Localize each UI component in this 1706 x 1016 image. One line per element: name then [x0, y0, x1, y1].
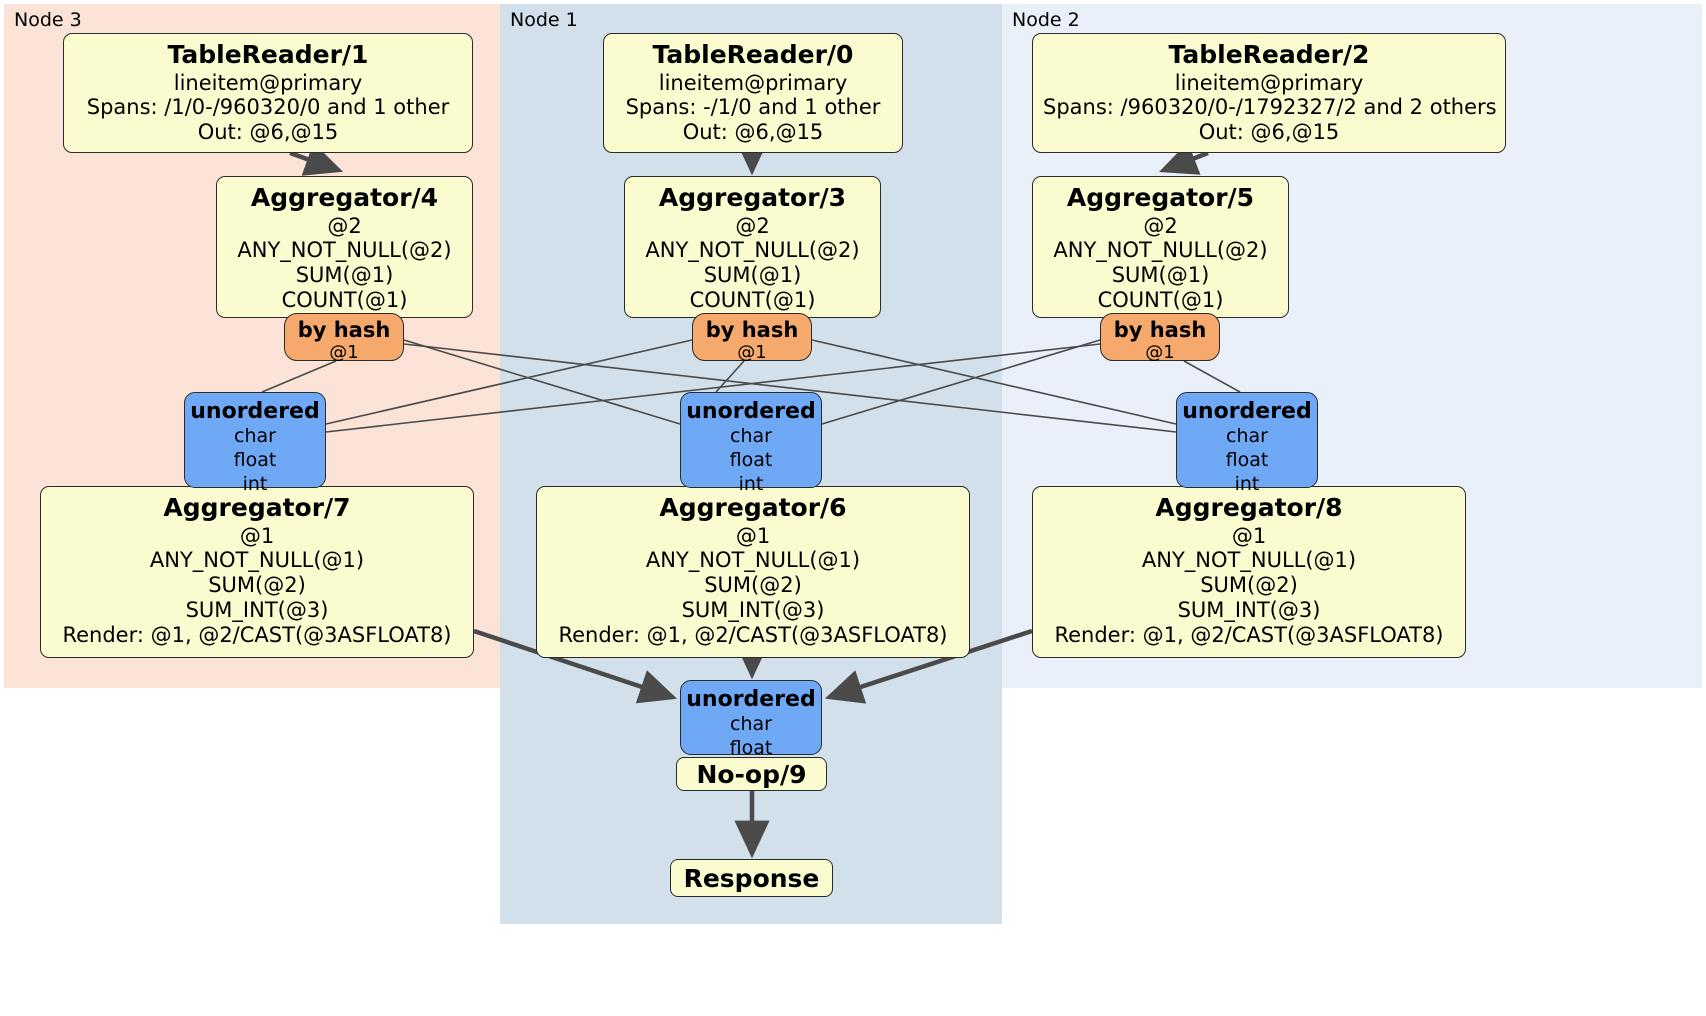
aggregator-8-detail: SUM_INT(@3)	[1177, 598, 1321, 623]
synchronizer-unordered-7-title: unordered	[190, 399, 320, 424]
aggregator-7-detail: SUM(@2)	[208, 573, 306, 598]
aggregator-6-detail: SUM_INT(@3)	[681, 598, 825, 623]
synchronizer-unordered-6-type: char	[730, 425, 772, 448]
synchronizer-unordered-7-type: char	[234, 425, 276, 448]
aggregator-7-detail: @1	[239, 523, 275, 548]
aggregator-4-detail: @2	[327, 213, 362, 238]
aggregator-7-detail: Render: @1, @2/CAST(@3ASFLOAT8)	[62, 623, 452, 648]
no-op-9-node[interactable]: No-op/9	[676, 757, 827, 791]
response-node-label: Response	[683, 863, 820, 893]
synchronizer-unordered-8-type: char	[1226, 425, 1268, 448]
synchronizer-unordered-8-type: float	[1225, 449, 1269, 472]
aggregator-6-detail: @1	[735, 523, 771, 548]
aggregator-4-title: Aggregator/4	[250, 183, 439, 212]
synchronizer-unordered-final-title: unordered	[686, 687, 816, 712]
table-reader-2-title: TableReader/2	[1168, 40, 1370, 69]
synchronizer-unordered-7-type: int	[242, 472, 268, 495]
aggregator-3-title: Aggregator/3	[658, 183, 847, 212]
aggregator-5-detail: ANY_NOT_NULL(@2)	[1053, 238, 1268, 263]
router-by-hash-5[interactable]: by hash@1	[1100, 313, 1220, 364]
table-reader-0-detail: lineitem@primary	[658, 70, 848, 95]
aggregator-5-detail: SUM(@1)	[1111, 263, 1210, 288]
table-reader-2-detail: lineitem@primary	[1174, 70, 1364, 95]
synchronizer-unordered-6-title: unordered	[686, 399, 816, 424]
aggregator-3-detail: COUNT(@1)	[689, 288, 816, 313]
cluster-label-node2: Node 2	[1012, 9, 1080, 31]
aggregator-6-title: Aggregator/6	[659, 493, 847, 522]
table-reader-1-detail: Spans: /1/0-/960320/0 and 1 other	[86, 95, 450, 120]
router-by-hash-4-detail: @1	[329, 342, 359, 364]
aggregator-6-detail: ANY_NOT_NULL(@1)	[645, 548, 861, 573]
synchronizer-unordered-8-type: int	[1234, 472, 1260, 495]
aggregator-7-title: Aggregator/7	[163, 493, 351, 522]
table-reader-2-detail: Out: @6,@15	[1198, 120, 1340, 145]
aggregator-5-title: Aggregator/5	[1066, 183, 1255, 212]
table-reader-1-detail: Out: @6,@15	[197, 120, 339, 145]
aggregator-3-detail: ANY_NOT_NULL(@2)	[645, 238, 860, 263]
aggregator-5-detail: @2	[1143, 213, 1178, 238]
router-by-hash-3[interactable]: by hash@1	[692, 313, 812, 364]
cluster-label-node1: Node 1	[510, 9, 578, 31]
aggregator-5-detail: COUNT(@1)	[1097, 288, 1224, 313]
aggregator-4-detail: COUNT(@1)	[281, 288, 408, 313]
aggregator-6-detail: Render: @1, @2/CAST(@3ASFLOAT8)	[558, 623, 948, 648]
synchronizer-unordered-final-type: float	[729, 737, 773, 760]
router-by-hash-3-title: by hash	[705, 318, 799, 342]
synchronizer-unordered-final-type: char	[730, 713, 772, 736]
aggregator-4-detail: ANY_NOT_NULL(@2)	[237, 238, 452, 263]
aggregator-8-title: Aggregator/8	[1155, 493, 1343, 522]
router-by-hash-4-title: by hash	[297, 318, 391, 342]
table-reader-0-title: TableReader/0	[652, 40, 854, 69]
aggregator-3-detail: SUM(@1)	[703, 263, 802, 288]
aggregator-8-detail: SUM(@2)	[1200, 573, 1298, 598]
router-by-hash-3-detail: @1	[737, 342, 767, 364]
aggregator-7-detail: SUM_INT(@3)	[185, 598, 329, 623]
table-reader-1-detail: lineitem@primary	[173, 70, 363, 95]
no-op-9-node-label: No-op/9	[696, 759, 807, 789]
synchronizer-unordered-7-type: float	[233, 449, 277, 472]
aggregator-8-detail: @1	[1231, 523, 1267, 548]
aggregator-8-detail: Render: @1, @2/CAST(@3ASFLOAT8)	[1054, 623, 1444, 648]
aggregator-6-detail: SUM(@2)	[704, 573, 802, 598]
aggregator-4-detail: SUM(@1)	[295, 263, 394, 288]
synchronizer-unordered-6-type: int	[738, 472, 764, 495]
aggregator-8-detail: ANY_NOT_NULL(@1)	[1141, 548, 1357, 573]
response-node[interactable]: Response	[670, 859, 833, 897]
synchronizer-unordered-6-type: float	[729, 449, 773, 472]
cluster-label-node3: Node 3	[14, 9, 82, 31]
table-reader-2-detail: Spans: /960320/0-/1792327/2 and 2 others	[1043, 95, 1497, 120]
router-by-hash-5-title: by hash	[1113, 318, 1207, 342]
table-reader-1-title: TableReader/1	[167, 40, 369, 69]
router-by-hash-4[interactable]: by hash@1	[284, 313, 404, 364]
table-reader-0-detail: Spans: -/1/0 and 1 other	[625, 95, 881, 120]
aggregator-3-detail: @2	[735, 213, 770, 238]
synchronizer-unordered-8-title: unordered	[1182, 399, 1312, 424]
router-by-hash-5-detail: @1	[1145, 342, 1175, 364]
table-reader-0-detail: Out: @6,@15	[682, 120, 824, 145]
aggregator-7-detail: ANY_NOT_NULL(@1)	[149, 548, 365, 573]
